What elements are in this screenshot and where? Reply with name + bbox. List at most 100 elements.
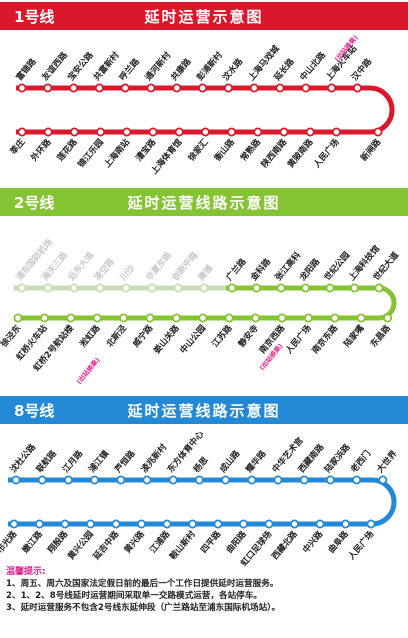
station-label: 广兰路: [224, 256, 249, 283]
station-dot: [383, 313, 393, 323]
station-dot: [174, 127, 184, 137]
line8-header: 8号线 延时运营线路示意图: [0, 396, 408, 424]
station-dot: [303, 313, 313, 323]
station-label: 创新中路: [169, 249, 200, 283]
station-dot: [356, 313, 366, 323]
station-dot: [349, 283, 359, 293]
station-dot: [275, 83, 285, 93]
station-dot: [162, 519, 172, 529]
station-label: 沈杜公路: [8, 441, 39, 474]
station-dot: [111, 519, 121, 529]
station-dot: [325, 283, 335, 293]
station-dot-inactive: [69, 283, 79, 293]
station-dot: [69, 83, 79, 93]
note-1: 1、周五、周六及国家法定假日前的最后一个工作日提供延时运营服务。: [6, 579, 279, 589]
station-label: 人民广场: [311, 136, 342, 169]
station-label: 陕西南路: [259, 136, 290, 169]
station-dot: [213, 519, 223, 529]
station-dot: [340, 519, 350, 529]
line2-title: 延时运营线路示意图: [127, 194, 281, 212]
station-dot: [11, 475, 21, 485]
line8-map: 沈杜公路联航路江月路浦江镇芦恒路凌兆新村东方体育中心杨思成山路耀华路中华艺术宫西…: [0, 428, 400, 568]
station-dot-inactive: [17, 283, 27, 293]
station-label: 陆家浜路: [322, 441, 353, 474]
station-label: 成山路: [217, 448, 242, 475]
station-dot: [9, 519, 19, 529]
station-label: 莘庄: [8, 136, 28, 156]
station-dot: [145, 313, 155, 323]
station-dot: [86, 519, 96, 529]
station-dot: [374, 283, 384, 293]
station-dot: [227, 127, 237, 137]
station-label: 共康路: [169, 56, 194, 83]
station-label: 友谊西路: [39, 49, 70, 83]
station-label: 衡山路: [212, 136, 237, 163]
station-dot-inactive: [95, 283, 105, 293]
station-dot-inactive: [147, 283, 157, 293]
station-dot: [331, 127, 341, 137]
station-dot: [247, 475, 257, 485]
station-dot: [200, 127, 210, 137]
station-label: 凌空路: [92, 256, 117, 283]
station-label: 远东大道: [66, 249, 97, 282]
station-dot: [273, 475, 283, 485]
station-dot: [116, 475, 126, 485]
station-dot: [66, 313, 76, 323]
station-dot: [17, 83, 27, 93]
station-dot: [13, 313, 23, 323]
station-dot: [289, 519, 299, 529]
station-label: 宝安公路: [65, 49, 96, 82]
station-dot: [366, 519, 376, 529]
station-label: 联航路: [34, 448, 59, 475]
station-dot: [373, 127, 383, 137]
station-label: 龙阳路: [297, 256, 323, 284]
line1-header: 1号线 延时运营示意图: [0, 2, 408, 30]
station-label: 黄兴路: [122, 528, 147, 555]
station-dot: [221, 475, 231, 485]
station-label: 南京东路: [310, 322, 341, 355]
station-dot-inactive: [43, 283, 53, 293]
notes: 温馨提示: 1、周五、周六及国家法定假日前的最后一个工作日提供延时运营服务。 2…: [6, 566, 406, 614]
line2-panel: 2号线 延时运营线路示意图 浦东国际机场海天三路远东大道凌空路川沙华夏东路创新中…: [0, 188, 408, 388]
station-label: 江苏路: [210, 322, 235, 349]
station-label: 江月路: [60, 448, 85, 475]
station-dot: [142, 475, 152, 485]
station-dot: [171, 313, 181, 323]
station-dot: [378, 475, 388, 485]
station-label: 上海南站: [102, 136, 133, 169]
station-label: 翔殷路: [45, 528, 71, 556]
station-dot: [277, 313, 287, 323]
station-label: 共富新村: [91, 49, 122, 82]
route-line: [14, 285, 397, 321]
station-dot: [300, 283, 310, 293]
station-dot: [325, 475, 335, 485]
line2-map: 浦东国际机场海天三路远东大道凌空路川沙华夏东路创新中路唐镇广兰路金科路张江高科龙…: [0, 236, 401, 385]
station-label: 西藏北路: [270, 528, 301, 561]
station-label: 娄山关路: [151, 322, 182, 355]
station-dot: [94, 83, 104, 93]
station-label: 北新泾: [104, 322, 129, 349]
station-label: 锦江乐园: [76, 137, 106, 170]
station-dot: [194, 475, 204, 485]
station-dot: [223, 83, 233, 93]
station-dot: [60, 519, 70, 529]
station-label: 延吉中路: [90, 528, 121, 562]
station-label: 东昌路: [368, 322, 393, 349]
station-label: 中山北路: [298, 49, 329, 82]
station-label: 四平路: [198, 528, 223, 555]
station-dot: [253, 127, 263, 137]
station-dot: [35, 519, 45, 529]
station-dot: [352, 83, 362, 93]
station-dot: [330, 313, 340, 323]
station-dot-inactive: [173, 283, 183, 293]
station-label: 曲阳路: [224, 528, 249, 555]
station-dot: [37, 475, 47, 485]
station-dot: [264, 519, 274, 529]
line2-header: 2号线 延时运营线路示意图: [0, 188, 408, 216]
station-dot: [146, 83, 156, 93]
station-dot: [279, 127, 289, 137]
station-label: 嫩江路: [19, 528, 45, 556]
station-dot: [63, 475, 73, 485]
station-label: 市光路: [0, 528, 20, 555]
station-dot-inactive: [121, 283, 131, 293]
